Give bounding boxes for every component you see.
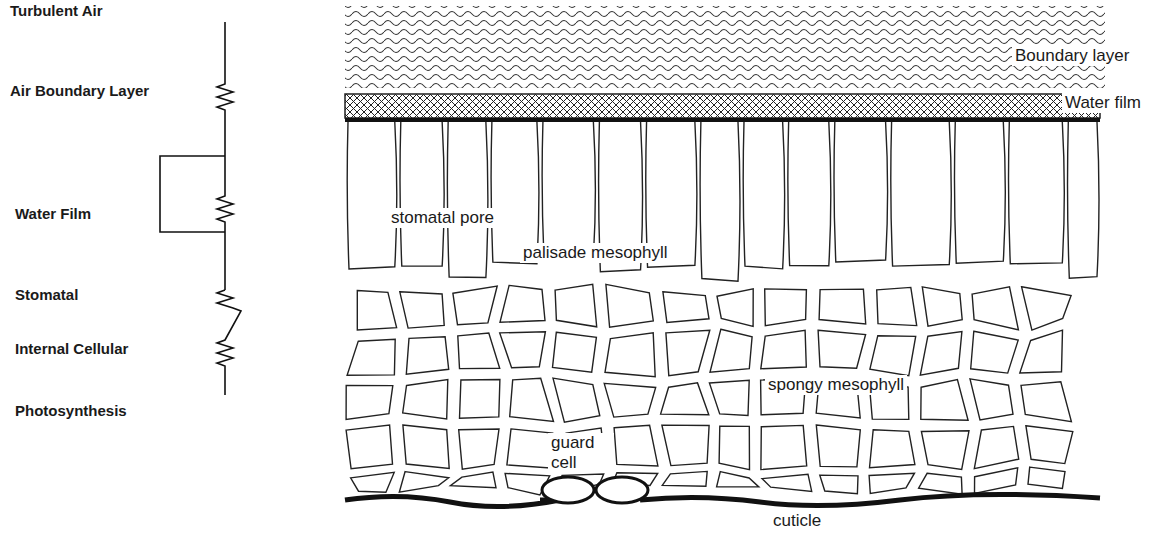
cell-wall (500, 285, 545, 322)
cell-wall (761, 330, 807, 369)
cell-wall (820, 475, 858, 494)
cell-wall (453, 286, 497, 325)
cell-wall (1022, 287, 1072, 330)
cell-wall (974, 426, 1018, 468)
cell-wall (1028, 467, 1065, 488)
cell-wall (761, 425, 807, 469)
mesophyll-cells (346, 122, 1099, 495)
cell-wall (347, 122, 397, 269)
cell-wall (870, 430, 915, 468)
cell-wall (765, 289, 807, 326)
water-film-band (345, 94, 1100, 118)
cell-wall (816, 425, 860, 467)
cell-wall (662, 471, 707, 486)
cell-wall (975, 468, 1018, 494)
cell-wall (921, 380, 968, 421)
cell-wall (459, 429, 499, 469)
circuit-label: Air Boundary Layer (10, 82, 149, 99)
cell-wall (666, 330, 710, 375)
cell-wall (920, 332, 962, 376)
cell-wall (1068, 122, 1099, 278)
cell-wall (400, 292, 444, 328)
circuit-label: Water Film (15, 205, 91, 222)
lower-cuticle (345, 494, 1100, 506)
cell-wall (605, 333, 655, 377)
cell-wall (450, 472, 496, 488)
tissue-label: cuticle (770, 511, 824, 531)
cell-wall (818, 330, 866, 368)
resistance-circuit (160, 22, 241, 395)
cell-wall (400, 122, 444, 266)
cell-wall (447, 122, 488, 278)
cell-wall (403, 425, 449, 469)
cell-wall (346, 385, 393, 419)
cell-wall (870, 336, 916, 376)
cell-wall (606, 284, 653, 327)
cell-wall (406, 337, 448, 375)
cell-wall (972, 287, 1018, 330)
cell-wall (717, 472, 759, 487)
layer-label: Water film (1062, 93, 1144, 113)
cell-wall (877, 287, 917, 325)
cell-wall (717, 289, 753, 327)
cell-wall (919, 473, 963, 494)
cell-wall (663, 292, 709, 323)
cell-wall (458, 333, 500, 369)
cell-wall (542, 122, 595, 257)
circuit-label: Internal Cellular (15, 340, 128, 357)
cell-wall (351, 472, 395, 492)
cell-wall (347, 339, 395, 375)
cell-wall (788, 122, 831, 266)
cell-wall (460, 380, 500, 419)
tissue-label: guard cell (548, 433, 614, 472)
cell-wall (834, 122, 888, 262)
cell-wall (1021, 382, 1071, 422)
cell-wall (500, 332, 546, 368)
cell-wall (399, 472, 448, 493)
cell-wall (661, 383, 709, 415)
cell-wall (1020, 330, 1063, 373)
cell-wall (719, 426, 749, 470)
cell-wall (954, 122, 1005, 263)
cell-wall (403, 380, 448, 420)
cell-wall (971, 331, 1019, 373)
circuit-label: Stomatal (15, 286, 78, 303)
cell-wall (553, 378, 600, 422)
cell-wall (762, 474, 812, 491)
guard-cell-shape (596, 477, 648, 503)
cell-wall (507, 429, 553, 468)
cell-wall (604, 383, 656, 417)
cell-wall (869, 473, 914, 493)
cell-wall (1026, 426, 1073, 464)
cell-wall (357, 291, 396, 331)
cell-wall (743, 122, 784, 269)
cell-wall (970, 379, 1013, 420)
cell-wall (921, 431, 969, 470)
tissue-label: stomatal pore (388, 208, 497, 228)
cell-wall (346, 425, 392, 469)
cell-wall (510, 378, 554, 421)
boundary-layer-band (345, 6, 1105, 88)
cell-wall (555, 284, 597, 327)
tissue-label: palisade mesophyll (520, 243, 671, 263)
cell-wall (891, 122, 951, 266)
cell-wall (710, 329, 752, 372)
tissue-label: spongy mesophyll (765, 375, 907, 395)
cell-wall (553, 332, 597, 372)
cell-wall (1009, 122, 1065, 264)
layer-label: Boundary layer (1012, 46, 1132, 66)
guard-cell-shape (542, 477, 594, 503)
cell-wall (922, 287, 962, 326)
cell-wall (662, 425, 709, 466)
cell-wall (700, 122, 740, 281)
cell-wall (819, 289, 866, 324)
circuit-label: Photosynthesis (15, 402, 127, 419)
cell-wall (709, 380, 749, 415)
upper-cuticle (345, 118, 1100, 122)
cell-wall (614, 425, 658, 466)
circuit-label: Turbulent Air (10, 2, 103, 19)
